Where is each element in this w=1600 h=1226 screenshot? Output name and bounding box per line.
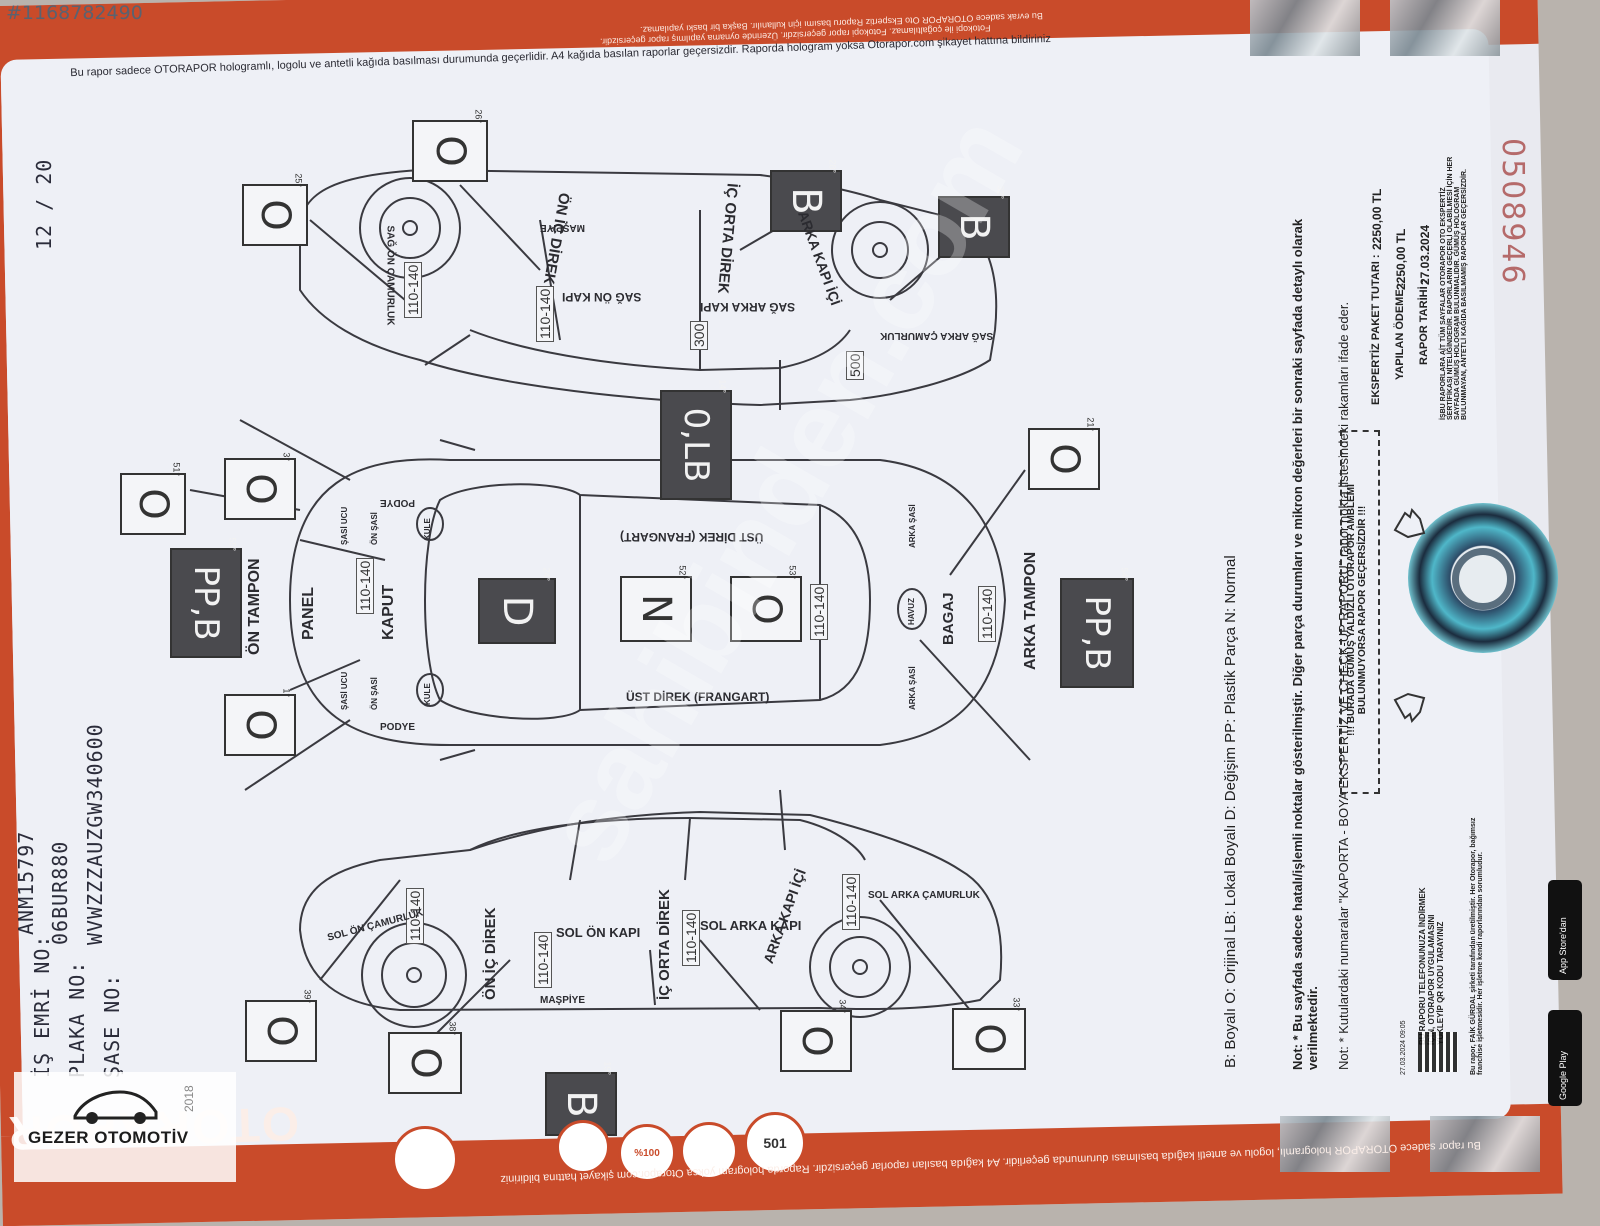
sag-on-camurluk-range: 110-140 <box>404 261 422 318</box>
sol-on-ic-direk-label: ÖN İÇ DİREK <box>482 907 499 1000</box>
tarih-value: 27.03.2024 <box>1418 224 1432 285</box>
sol-arka-kapi-label: SOL ARKA KAPI <box>700 918 802 933</box>
podye-sol-label: PODYE <box>380 722 416 733</box>
hologram-center <box>1452 548 1514 610</box>
odeme-value: 2250,00 TL <box>1394 228 1408 290</box>
odeme-label: YAPILAN ÖDEME : <box>1394 282 1406 380</box>
hand-pointer-icon <box>1393 507 1426 539</box>
hologram-strip <box>1430 1116 1540 1172</box>
sag-sasi-ucu-label: ŞASİ UCU <box>340 506 349 545</box>
panel-label: PANEL <box>300 586 317 640</box>
hologram-strip <box>1280 1116 1390 1172</box>
kaput-range: 110-140 <box>356 557 374 614</box>
on-sasi-sag-label: ÖN ŞASİ <box>370 512 379 545</box>
sol-maspiye-label: MAŞPİYE <box>540 995 586 1006</box>
sol-on-kapi-range: 110-140 <box>534 931 552 988</box>
hologram-strip <box>1250 0 1360 56</box>
google-play-badge[interactable]: Google Play <box>1548 1010 1582 1106</box>
sol-ic-orta-direk-range: 110-140 <box>682 909 700 966</box>
on-tampon-label: ÖN TAMPON <box>246 558 263 655</box>
serial-number: 0508946 <box>1495 138 1530 286</box>
badge-icon <box>556 1120 610 1174</box>
dealer-logo-text: GEZER OTOMOTİV <box>28 1128 189 1147</box>
arka-tampon-range: 110-140 <box>978 585 996 642</box>
cert-text: İŞBU RAPORLARA AİT TÜM SAYFALAR OTORAPOR… <box>1440 156 1468 420</box>
legend: B: Boyalı O: Orijinal LB: Lokal Boyalı D… <box>1222 555 1239 1068</box>
arka-sasi-sol-label: ARKA ŞASİ <box>908 666 917 710</box>
sag-maspiye-label: MAŞPİYE <box>540 222 586 233</box>
year-stamp: 2018 <box>182 1085 196 1112</box>
note-1: Not: * Bu sayfada sadece hatalı/işlemli … <box>1290 218 1320 1070</box>
kule-sag-label: KULE <box>423 518 432 540</box>
tarih-label: RAPOR TARİHİ : <box>1418 279 1430 365</box>
sol-arka-camurluk-range: 110-140 <box>842 873 860 930</box>
sag-ic-orta-direk-range: 300 <box>690 320 708 350</box>
hologram-notice-box <box>1340 430 1380 794</box>
dealer-logo <box>14 1072 236 1182</box>
on-sasi-sol-label: ÖN ŞASİ <box>370 677 379 710</box>
podye-sag-label: PODYE <box>380 497 416 508</box>
car-logo-icon <box>73 1090 158 1124</box>
app-store-badge[interactable]: App Store'dan <box>1548 880 1582 980</box>
badge-icon <box>680 1122 738 1180</box>
hologram-notice: !!! BURADA GÜMÜŞ YALDIZLI OTORAPOR AMBLE… <box>1346 484 1368 736</box>
sag-arka-kapi-label: SAĞ ARKA KAPI <box>700 300 796 314</box>
sag-on-camurluk-label: SAĞ ÖN ÇAMURLUK <box>384 225 396 326</box>
sol-sasi-ucu-label: ŞASİ UCU <box>340 671 349 710</box>
kaput-label: KAPUT <box>380 584 397 640</box>
brand-mark-icon <box>392 1126 458 1192</box>
paket-value: 2250,00 TL <box>1370 188 1384 250</box>
sol-on-kapi-label: SOL ÖN KAPI <box>556 925 641 940</box>
sag-on-kapi-label: SAĞ ÖN KAPI <box>562 290 642 304</box>
badge-100: %100 <box>618 1124 676 1182</box>
ust-direk-sol-label: ÜST DİREK (FRANGART) <box>626 690 770 704</box>
paket-label: EKSPERTİZ PAKET TUTARI : <box>1370 254 1382 405</box>
sag-on-kapi-range: 110-140 <box>536 285 554 342</box>
arka-tampon-label: ARKA TAMPON <box>1022 551 1039 670</box>
havuz-label: HAVUZ <box>907 598 916 625</box>
bagaj-range: 110-140 <box>810 583 828 640</box>
sol-arka-camurluk-label: SOL ARKA ÇAMURLUK <box>868 890 980 901</box>
photo-id: #1168782490 <box>6 2 143 24</box>
app-text: BU RAPORU TELEFONUNUZA İNDİRMEK İÇİN, OT… <box>1418 887 1445 1045</box>
arka-sasi-sag-label: ARKA ŞASİ <box>908 504 917 548</box>
sol-ic-orta-direk-label: İÇ ORTA DİREK <box>656 889 673 1000</box>
footer-small: Bu rapor, FAİK GÜRDAL şirketi tarafından… <box>1470 817 1484 1075</box>
hand-pointer-icon <box>1393 692 1426 724</box>
hologram-strip <box>1390 0 1500 56</box>
timestamp: 27.03.2024 09:05 <box>1400 1020 1407 1076</box>
badge-501: 501 <box>744 1112 806 1174</box>
qr-code[interactable] <box>1418 1032 1458 1072</box>
bagaj-label: BAGAJ <box>940 592 957 645</box>
kule-sol-label: KULE <box>423 683 432 705</box>
